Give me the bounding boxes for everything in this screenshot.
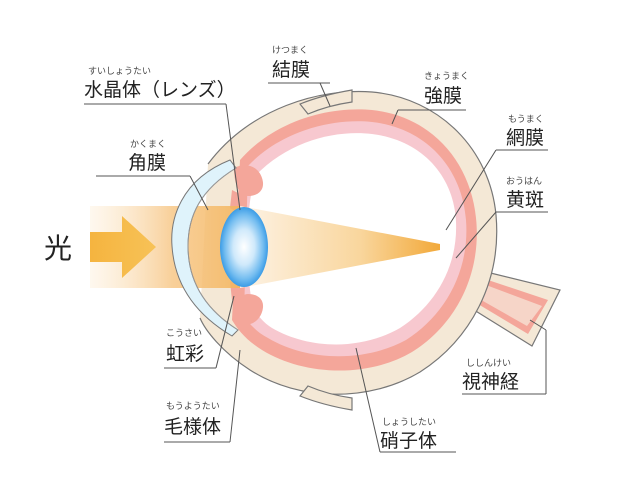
label-shishinkei: ししんけい 視神経 bbox=[462, 358, 519, 393]
label-kosai-ruby: こうさい bbox=[166, 328, 202, 339]
label-kosai-main: 虹彩 bbox=[166, 343, 204, 365]
label-ohan-main: 黄斑 bbox=[506, 189, 544, 211]
label-suisho: すいしょうたい 水晶体（レンズ） bbox=[84, 66, 236, 101]
label-shoshitai: しょうしたい 硝子体 bbox=[380, 417, 437, 452]
label-suisho-ruby: すいしょうたい bbox=[88, 66, 151, 77]
label-moyotai-main: 毛様体 bbox=[164, 416, 221, 438]
light-label: 光 bbox=[44, 232, 72, 265]
label-ohan: おうはん 黄斑 bbox=[506, 176, 544, 211]
label-ketsumaku-ruby: けつまく bbox=[272, 45, 308, 56]
light-arrow bbox=[90, 216, 156, 278]
leader-lines bbox=[84, 82, 548, 453]
label-kakumaku-ruby: かくまく bbox=[130, 139, 166, 150]
label-kyomaku: きょうまく 強膜 bbox=[424, 71, 469, 107]
label-momaku: もうまく 網膜 bbox=[506, 114, 544, 149]
label-ketsumaku-main: 結膜 bbox=[272, 59, 310, 81]
label-ketsumaku: けつまく 結膜 bbox=[272, 45, 310, 81]
label-momaku-ruby: もうまく bbox=[508, 114, 544, 125]
conjunctiva-lower bbox=[299, 385, 353, 411]
ciliary-body-upper bbox=[234, 165, 264, 196]
label-kosai: こうさい 虹彩 bbox=[166, 328, 204, 365]
lens bbox=[220, 207, 268, 287]
label-moyotai-ruby: もうようたい bbox=[166, 401, 220, 412]
label-ohan-ruby: おうはん bbox=[506, 176, 542, 187]
label-shishinkei-ruby: ししんけい bbox=[466, 358, 511, 369]
label-kakumaku-main: 角膜 bbox=[128, 152, 166, 174]
label-kakumaku: かくまく 角膜 bbox=[128, 139, 166, 174]
label-shoshitai-main: 硝子体 bbox=[380, 430, 437, 452]
label-shishinkei-main: 視神経 bbox=[462, 371, 519, 393]
label-suisho-main: 水晶体（レンズ） bbox=[84, 79, 236, 101]
label-kyomaku-ruby: きょうまく bbox=[424, 71, 469, 82]
label-shoshitai-ruby: しょうしたい bbox=[382, 417, 436, 428]
label-moyotai: もうようたい 毛様体 bbox=[164, 401, 221, 438]
ciliary-body-lower bbox=[234, 294, 264, 325]
conjunctiva-upper bbox=[299, 89, 353, 115]
label-kyomaku-main: 強膜 bbox=[424, 85, 462, 107]
label-momaku-main: 網膜 bbox=[506, 127, 544, 149]
